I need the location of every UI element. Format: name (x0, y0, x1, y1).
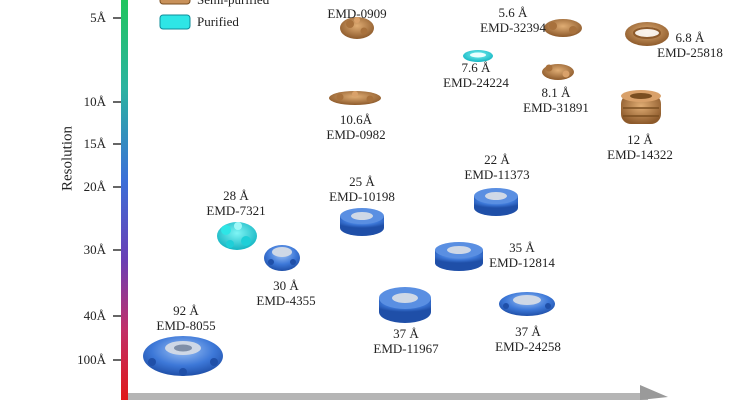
entry-id: EMD-12814 (489, 255, 555, 270)
tick-label: 20Å (83, 179, 106, 194)
tick-label: 100Å (77, 352, 106, 367)
entry-resolution: 30 Å (273, 278, 299, 293)
entry-resolution: 10.6Å (339, 112, 373, 127)
entry-resolution: 37 Å (515, 324, 541, 339)
entry-resolution: 6.8 Å (675, 30, 705, 45)
x-axis-arrow (128, 385, 668, 400)
entry-id: EMD-32394 (480, 20, 546, 35)
entry-resolution: 22 Å (484, 152, 510, 167)
entry-label-emd-32394: 5.6 Å EMD-32394 (461, 5, 565, 35)
legend-swatch-semi (159, 0, 191, 5)
entry-label-emd-14322: 12 Å EMD-14322 (600, 132, 680, 162)
entry-id: EMD-10198 (329, 189, 395, 204)
entry-label-emd-11967: 37 Å EMD-11967 (366, 326, 446, 356)
tick-label: 10Å (83, 94, 106, 109)
tick-label: 30Å (83, 242, 106, 257)
tick-label: 5Å (90, 10, 106, 25)
entry-label-emd-7321: 28 Å EMD-7321 (196, 188, 276, 218)
entry-resolution: 92 Å (173, 303, 199, 318)
y-axis-bar (121, 0, 128, 400)
entry-label-emd-24258: 37 Å EMD-24258 (488, 324, 568, 354)
structure-emd-14322 (621, 90, 661, 124)
entry-id: EMD-4355 (256, 293, 316, 308)
entry-id: EMD-11373 (464, 167, 530, 182)
entry-label-emd-10198: 25 Å EMD-10198 (322, 174, 402, 204)
structure-emd-12814 (435, 242, 483, 271)
legend-label-semi: Semi-purified (197, 0, 269, 8)
entry-resolution: 28 Å (223, 188, 249, 203)
structure-emd-24258 (499, 292, 555, 316)
entry-id: EMD-24224 (443, 75, 509, 90)
entry-label-emd-25818: 6.8 Å EMD-25818 (650, 30, 730, 60)
structure-emd-31891 (542, 64, 574, 80)
structure-emd-24224 (463, 50, 493, 62)
structure-emd-4355 (264, 245, 300, 271)
structure-emd-8055 (143, 336, 223, 376)
structure-emd-25818 (625, 22, 669, 46)
entry-label-emd-8055: 92 Å EMD-8055 (146, 303, 226, 333)
structure-emd-10198 (340, 208, 384, 236)
entry-id: EMD-0982 (326, 127, 386, 142)
entry-resolution: 25 Å (349, 174, 375, 189)
entry-id: EMD-25818 (657, 45, 723, 60)
structure-emd-32394 (544, 19, 582, 37)
structure-emd-0909 (340, 17, 374, 39)
entry-id: EMD-8055 (156, 318, 216, 333)
entry-id: EMD-31891 (523, 100, 589, 115)
structure-emd-11373 (474, 188, 518, 216)
entry-label-emd-0909: EMD-0909 (317, 6, 397, 21)
entry-id: EMD-24258 (495, 339, 561, 354)
entry-resolution: 8.1 Å (541, 85, 571, 100)
structure-emd-7321 (217, 222, 257, 250)
entry-id: EMD-0909 (327, 6, 387, 21)
entry-resolution: 7.6 Å (461, 60, 491, 75)
structure-emd-0982 (329, 91, 381, 105)
entry-resolution: 5.6 Å (498, 5, 528, 20)
legend-swatch-purified (159, 14, 191, 30)
entry-resolution: 35 Å (509, 240, 535, 255)
entry-resolution: 37 Å (393, 326, 419, 341)
entry-resolution: 12 Å (627, 132, 653, 147)
entry-label-emd-4355: 30 Å EMD-4355 (246, 278, 326, 308)
tick-label: 15Å (83, 136, 106, 151)
legend-label-purified: Purified (197, 14, 239, 29)
entry-id: EMD-11967 (373, 341, 439, 356)
entry-label-emd-12814: 35 Å EMD-12814 (482, 240, 562, 270)
y-axis-ticks (113, 17, 121, 361)
tick-label: 40Å (83, 308, 106, 323)
entry-id: EMD-7321 (206, 203, 266, 218)
entry-id: EMD-14322 (607, 147, 673, 162)
entry-label-emd-24224: 7.6 Å EMD-24224 (436, 60, 516, 90)
entry-label-emd-11373: 22 Å EMD-11373 (457, 152, 537, 182)
structure-emd-11967 (379, 287, 431, 323)
entry-label-emd-0982: 10.6Å EMD-0982 (316, 112, 396, 142)
entry-label-emd-31891: 8.1 Å EMD-31891 (516, 85, 596, 115)
